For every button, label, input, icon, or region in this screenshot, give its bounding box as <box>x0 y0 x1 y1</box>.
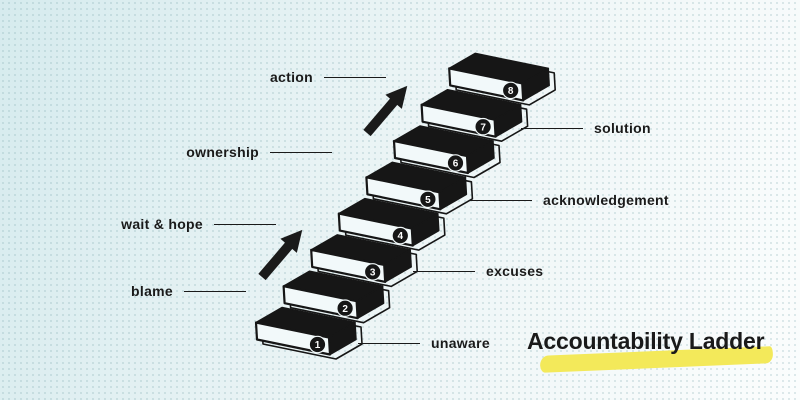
step-number-badge <box>419 190 437 209</box>
label-unaware: unaware <box>358 334 490 352</box>
step-number-badge <box>336 299 354 317</box>
connector-line-excuses <box>413 270 475 272</box>
label-wait-and-hope: wait & hope <box>121 215 276 233</box>
ladder-step-6: 6 <box>392 125 501 179</box>
label-action-text: action <box>269 69 313 85</box>
upward-arrow-icon <box>363 85 408 137</box>
connector-line-wait-and-hope <box>214 223 276 225</box>
step-number-badge <box>474 117 492 136</box>
ladder-step-4: 4 <box>337 197 446 251</box>
ladder-step-7: 7 <box>420 88 529 142</box>
label-blame: blame <box>131 282 246 300</box>
label-solution-text: solution <box>594 120 651 136</box>
label-acknowledgement-text: acknowledgement <box>543 192 669 208</box>
step-number: 3 <box>370 268 376 279</box>
label-acknowledgement: acknowledgement <box>470 191 669 209</box>
connector-line-ownership <box>270 151 332 153</box>
step-number-badge <box>308 335 327 354</box>
ladder-step-1: 1 <box>254 306 363 360</box>
label-ownership: ownership <box>186 143 332 161</box>
ladder-step-5: 5 <box>365 161 474 215</box>
label-blame-text: blame <box>131 283 173 299</box>
step-number: 8 <box>508 86 514 97</box>
ladder-step-2: 2 <box>282 270 391 324</box>
step-number: 2 <box>342 304 348 315</box>
step-number: 7 <box>480 122 486 133</box>
step-number: 5 <box>425 195 431 206</box>
step-number: 1 <box>315 340 321 351</box>
connector-line-unaware <box>358 342 420 344</box>
label-unaware-text: unaware <box>431 335 490 351</box>
connector-line-acknowledgement <box>470 199 532 201</box>
step-number-badge <box>391 226 410 245</box>
ladder-step-3: 3 <box>310 234 419 288</box>
label-excuses: excuses <box>413 262 543 280</box>
label-solution: solution <box>521 119 651 137</box>
step-number-badge <box>446 154 465 172</box>
connector-line-blame <box>184 290 246 292</box>
step-number: 6 <box>453 159 459 170</box>
ladder-step-8: 8 <box>448 52 557 106</box>
connector-line-solution <box>521 127 583 129</box>
label-ownership-text: ownership <box>186 144 259 160</box>
label-action: action <box>270 68 386 86</box>
diagram-title-group: Accountability Ladder <box>527 330 787 380</box>
step-number-badge <box>501 81 520 100</box>
label-wait-and-hope-text: wait & hope <box>121 216 203 232</box>
diagram-title: Accountability Ladder <box>527 328 765 354</box>
connector-line-action <box>324 76 386 78</box>
label-excuses-text: excuses <box>486 263 544 279</box>
step-number: 4 <box>398 231 404 242</box>
step-number-badge <box>363 263 382 281</box>
upward-arrow-icon <box>258 229 303 281</box>
